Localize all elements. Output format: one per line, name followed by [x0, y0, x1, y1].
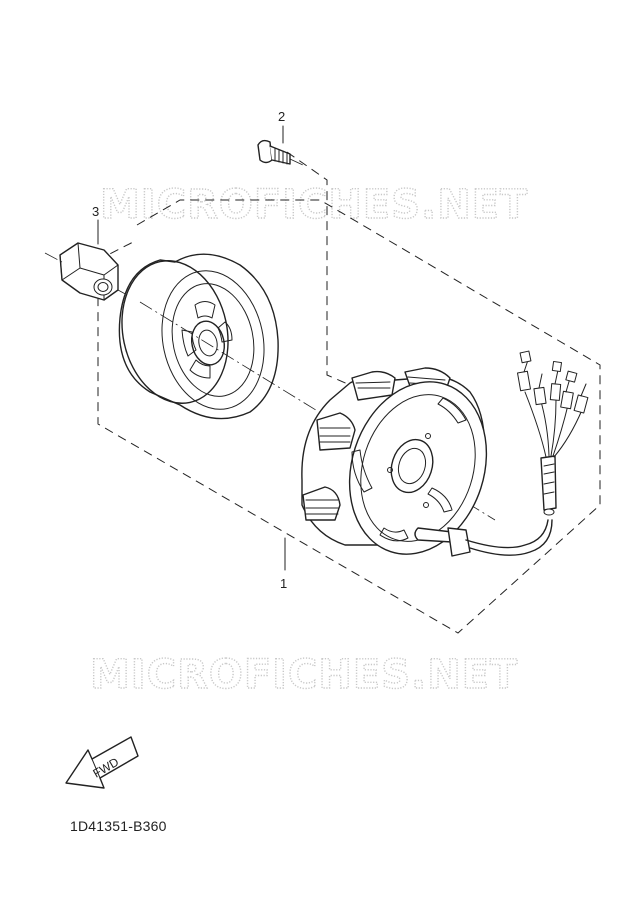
document-id: 1D41351-B360 — [70, 818, 167, 834]
watermark-bottom: MICROFICHES.NET — [90, 652, 518, 698]
watermark-top: MICROFICHES.NET — [100, 182, 528, 228]
flywheel-rotor — [118, 253, 496, 521]
assembly-outline — [97, 151, 601, 634]
callout-2: 2 — [278, 109, 285, 124]
screw-part — [257, 139, 306, 167]
fwd-arrow-icon: FWD — [65, 736, 139, 789]
callout-1: 1 — [280, 576, 287, 591]
callout-leaders — [97, 125, 286, 571]
callout-3: 3 — [92, 204, 99, 219]
nut-part — [44, 242, 141, 303]
stator — [301, 367, 553, 557]
wire-harness — [517, 350, 589, 516]
